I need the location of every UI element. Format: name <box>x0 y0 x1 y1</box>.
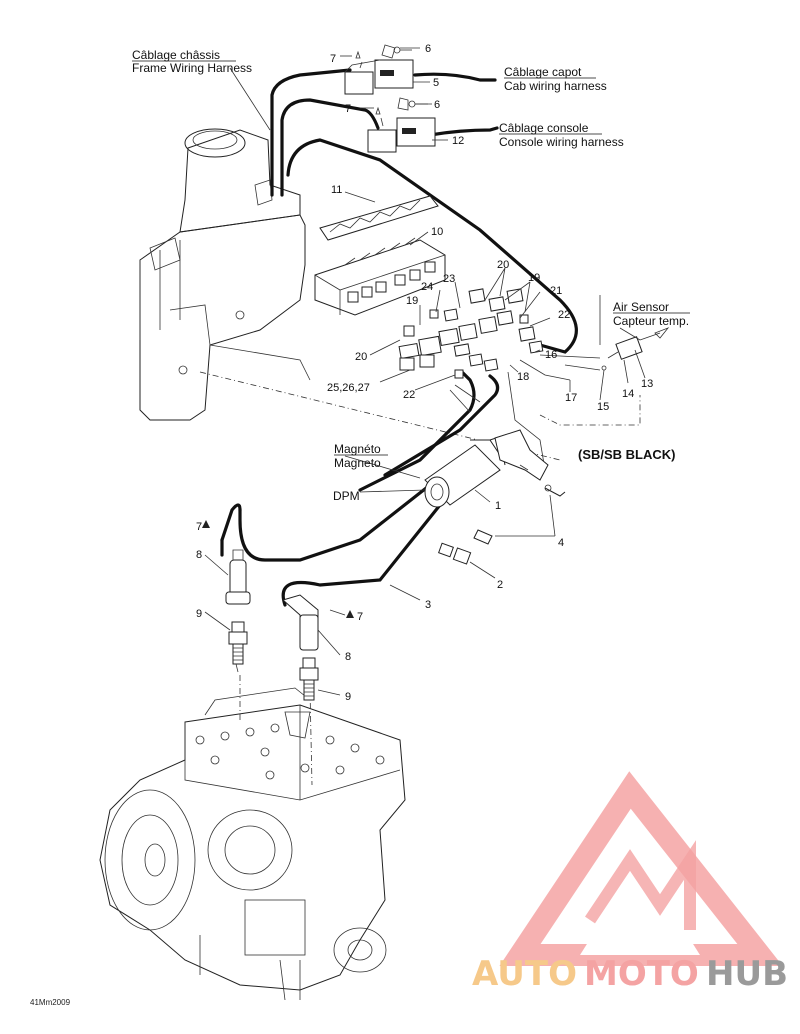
fuse-block <box>314 195 446 316</box>
connector-console <box>367 97 436 153</box>
label-console-fr: Câblage console <box>499 121 589 135</box>
callout-20-left: 20 <box>355 351 367 363</box>
callout-18: 18 <box>517 371 529 383</box>
label-frame-en: Frame Wiring Harness <box>132 61 252 75</box>
callout-2: 2 <box>497 579 503 591</box>
cylinder-bolts <box>195 723 385 780</box>
callout-10: 10 <box>431 226 443 238</box>
oil-tank-frame <box>139 128 311 421</box>
callout-21: 21 <box>550 285 562 297</box>
ground-clip <box>438 542 472 565</box>
callout-14: 14 <box>622 388 634 400</box>
label-sb-black: (SB/SB BLACK) <box>578 447 676 462</box>
callout-12: 12 <box>452 135 464 147</box>
relay-cluster <box>398 288 544 379</box>
bracket <box>473 429 566 545</box>
watermark-text: AUTO MOTO HUB <box>472 954 788 994</box>
callout-22-right: 22 <box>558 309 570 321</box>
watermark-logo <box>499 771 783 966</box>
spark-plug-cap-right <box>281 594 319 651</box>
callout-19-left: 19 <box>406 295 418 307</box>
spark-plug-right <box>299 657 319 701</box>
callout-15: 15 <box>597 401 609 413</box>
callout-19-right: 19 <box>528 272 540 284</box>
air-sensor <box>601 327 670 371</box>
callout-6-cab: 6 <box>425 43 431 55</box>
wiring-harnesses <box>220 68 601 607</box>
callout-22-bottom: 22 <box>403 389 415 401</box>
callout-4: 4 <box>558 537 564 549</box>
callout-8-left: 8 <box>196 549 202 561</box>
watermark-moto: MOTO <box>584 954 699 994</box>
drop-icon <box>346 610 354 618</box>
callout-6-console: 6 <box>434 99 440 111</box>
leader-lines <box>204 47 646 696</box>
connector-cab <box>344 44 414 95</box>
callout-7-console: 7 <box>345 103 351 115</box>
callout-13: 13 <box>641 378 653 390</box>
label-dpm: DPM <box>333 489 360 503</box>
label-magneto-en: Magneto <box>334 456 381 470</box>
label-air-fr: Capteur temp. <box>613 314 689 328</box>
callout-3: 3 <box>425 599 431 611</box>
callout-5: 5 <box>433 77 439 89</box>
callout-20-top: 20 <box>497 259 509 271</box>
spark-plug-cap-left <box>225 549 251 605</box>
label-console-en: Console wiring harness <box>499 135 624 149</box>
label-figure-code: 41Mm2009 <box>30 998 71 1007</box>
watermark-auto: AUTO <box>472 954 577 994</box>
callout-17: 17 <box>565 392 577 404</box>
label-magneto-fr: Magnéto <box>334 442 381 456</box>
text-labels: Câblage châssis Frame Wiring Harness Câb… <box>30 48 690 1007</box>
callout-numbers: 7 6 5 7 6 12 11 10 20 19 23 21 24 19 22 … <box>196 43 653 703</box>
label-frame-fr: Câblage châssis <box>132 48 220 62</box>
callout-11: 11 <box>331 184 342 196</box>
ignition-coil <box>424 434 511 508</box>
callout-16: 16 <box>545 349 557 361</box>
drop-icon <box>202 520 210 528</box>
callout-9-left: 9 <box>196 608 202 620</box>
callout-7-cab: 7 <box>330 53 336 65</box>
label-cab-fr: Câblage capot <box>504 65 582 79</box>
label-cab-en: Cab wiring harness <box>504 79 607 93</box>
label-air-en: Air Sensor <box>613 300 669 314</box>
callout-7-right: 7 <box>357 611 363 623</box>
reference-lines <box>199 371 641 786</box>
callout-24: 24 <box>421 281 433 293</box>
engine-block <box>99 687 406 1001</box>
callout-8-right: 8 <box>345 651 351 663</box>
callout-1: 1 <box>495 500 501 512</box>
watermark-hub: HUB <box>706 954 788 994</box>
callout-23: 23 <box>443 273 455 285</box>
spark-plug-left <box>228 621 248 673</box>
callout-25-26-27: 25,26,27 <box>327 382 370 394</box>
callout-9-right: 9 <box>345 691 351 703</box>
callout-7-left: 7 <box>196 521 202 533</box>
